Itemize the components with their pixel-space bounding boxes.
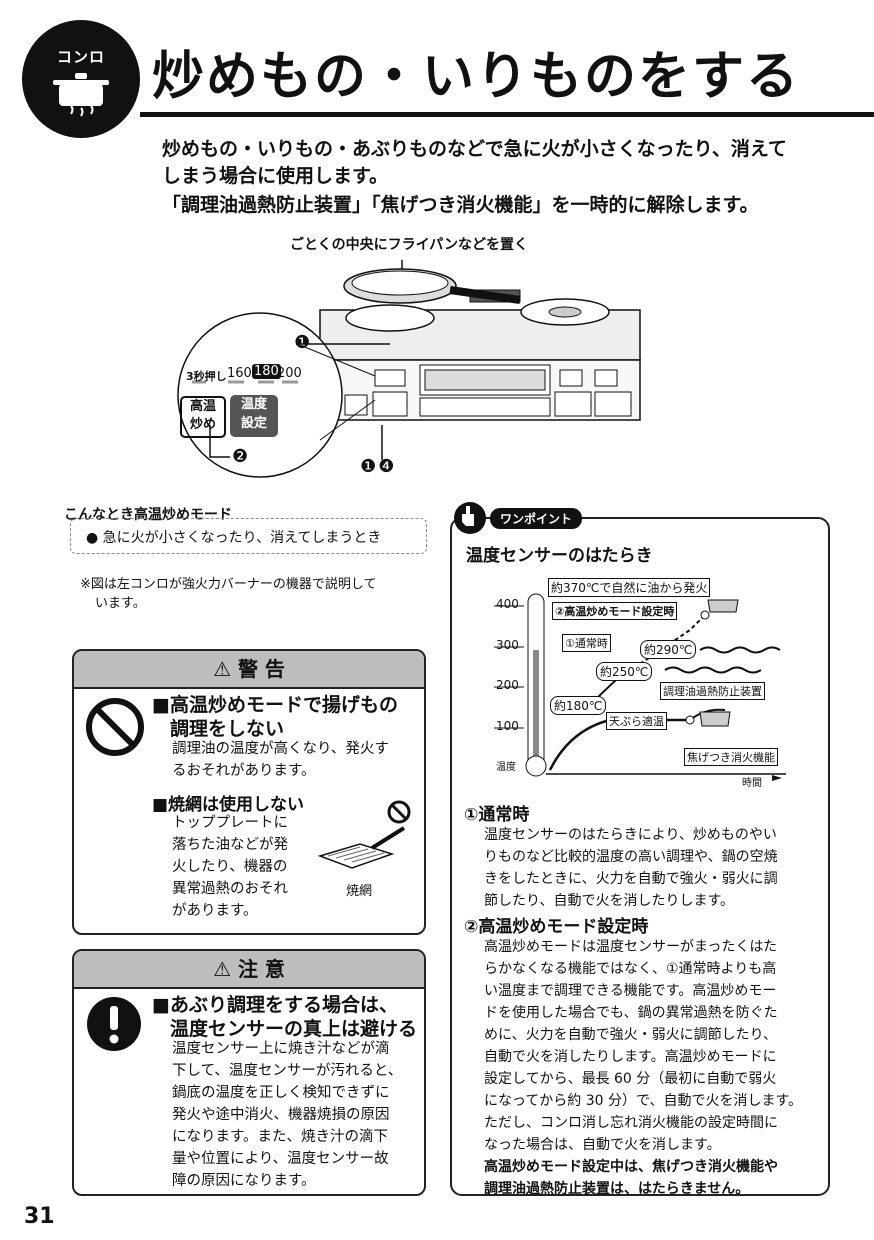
ann-mode: ②高温炒めモード設定時 bbox=[552, 602, 678, 620]
temp-180-selected: 180 bbox=[252, 364, 281, 379]
caution-text-5: になります。また、焼き汁の滴下 bbox=[172, 1129, 389, 1145]
temp-setting-line-1: 温度 bbox=[240, 397, 267, 412]
section2-text-8: になってから約 30 分）で、自動で火を消します。 bbox=[484, 1093, 803, 1109]
section2-text-10: なった場合は、自動で火を消します。 bbox=[484, 1137, 721, 1153]
callout-1-4: ❶❹ bbox=[360, 456, 397, 477]
high-temp-line-1: 高温 bbox=[189, 399, 216, 414]
y-tick-100: 100 bbox=[496, 719, 519, 733]
section1-text-3: きをしたときに、火力を自動で強火・弱火に調 bbox=[484, 871, 778, 887]
note-line-2: います。 bbox=[95, 596, 146, 611]
y-axis-label: 温度 bbox=[496, 762, 516, 773]
section2-bold-2: 調理油過熱防止装置は、はたらきません。 bbox=[484, 1181, 750, 1197]
figure-caption: ごとくの中央にフライパンなどを置く bbox=[290, 237, 528, 253]
stove-badge: コンロ bbox=[22, 20, 140, 138]
press-label: 3秒押し bbox=[186, 370, 227, 383]
warning-item2-title: ■焼網は使用しない bbox=[152, 795, 305, 815]
caution-text-7: 障の原因になります。 bbox=[172, 1173, 316, 1189]
section2-text-6: 自動で火を消したりします。高温炒めモードに bbox=[484, 1049, 777, 1065]
section1-text-2: りものなど比較的温度の高い調理や、鍋の空焼 bbox=[484, 849, 778, 865]
caution-title-2: 温度センサーの真上は避ける bbox=[170, 1018, 418, 1040]
section2-text-9: ただし、コンロ消し忘れ消火機能の設定時間に bbox=[484, 1115, 778, 1131]
warning-item2-text-1: トッププレートに bbox=[172, 815, 288, 831]
warning-item1-text-2: るおそれがあります。 bbox=[172, 763, 316, 779]
y-tick-300: 300 bbox=[496, 638, 519, 652]
ann-normal: ①通常時 bbox=[562, 634, 611, 652]
ann-oil-overheat: 調理油過熱防止装置 bbox=[660, 682, 765, 700]
grill-label: 焼網 bbox=[346, 884, 373, 899]
intro-line-1: 炒めもの・いりもの・あぶりものなどで急に火が小さくなったり、消えて bbox=[162, 138, 787, 160]
section1-title: ①通常時 bbox=[464, 805, 530, 825]
title-rule bbox=[140, 112, 874, 117]
section2-text-3: い温度まで調理できる機能です。高温炒めモー bbox=[484, 983, 777, 999]
section2-bold-1: 高温炒めモード設定中は、焦げつき消火機能や bbox=[484, 1159, 778, 1175]
warning-item2-text-3: 火したり、機器の bbox=[172, 859, 288, 875]
temp-setting-button[interactable]: 温度 設定 bbox=[230, 395, 278, 437]
caution-title-1: ■あぶり調理をする場合は、 bbox=[152, 994, 398, 1016]
high-temp-stir-fry-button[interactable]: 高温 炒め bbox=[180, 396, 226, 438]
usage-box bbox=[70, 518, 427, 554]
pointing-hand-icon bbox=[454, 502, 486, 534]
section2-text-2: らかなくなる機能ではなく、①通常時よりも高 bbox=[484, 961, 777, 977]
caution-text-6: 量や位置により、温度センサー故 bbox=[172, 1151, 389, 1167]
ann-burn-prevent: 焦げつき消火機能 bbox=[684, 748, 778, 766]
note-line-1: ※図は左コンロが強火力バーナーの機器で説明して bbox=[80, 577, 377, 592]
onepoint-tag: ワンポイント bbox=[490, 508, 583, 529]
warning-item1-title-1: ■高温炒めモードで揚げもの bbox=[152, 694, 398, 716]
callout-1: ❶ bbox=[294, 332, 311, 353]
ann-180: 約180℃ bbox=[550, 696, 607, 715]
callout-2: ❷ bbox=[232, 446, 249, 467]
section2-title: ②高温炒めモード設定時 bbox=[464, 917, 649, 937]
temp-160: 160 bbox=[227, 366, 252, 381]
temperature-graph bbox=[494, 593, 786, 781]
usage-title: こんなとき高温炒めモード bbox=[64, 507, 232, 523]
ann-370: 約370℃で自然に油から発火 bbox=[548, 578, 711, 597]
caution-text-3: 鍋底の温度を正しく検知できずに bbox=[172, 1085, 390, 1101]
section1-text-4: 節したり、自動で火を消したりします。 bbox=[484, 893, 735, 909]
pot-icon bbox=[53, 73, 109, 117]
warning-item2-text-2: 落ちた油などが発 bbox=[172, 837, 288, 853]
section2-text-4: ドを使用した場合でも、鍋の異常過熱を防ぐた bbox=[484, 1005, 778, 1021]
mandatory-icon bbox=[87, 997, 141, 1051]
section2-text-1: 高温炒めモードは温度センサーがまったくはた bbox=[484, 939, 778, 955]
onepoint-title: 温度センサーのはたらき bbox=[466, 546, 653, 566]
usage-item: ● 急に火が小さくなったり、消えてしまうとき bbox=[86, 530, 382, 546]
temp-200: 200 bbox=[277, 366, 302, 381]
ann-250: 約250℃ bbox=[596, 662, 653, 681]
y-tick-400: 400 bbox=[496, 597, 519, 611]
grill-net-icon bbox=[317, 800, 411, 869]
badge-label: コンロ bbox=[56, 48, 105, 66]
warning-item1-title-2: 調理をしない bbox=[170, 718, 285, 740]
ann-tempura: 天ぷら適温 bbox=[606, 712, 667, 730]
warning-header: ⚠ 警 告 bbox=[74, 651, 424, 689]
section1-text-1: 温度センサーのはたらきにより、炒めものやい bbox=[484, 827, 777, 843]
onepoint-box bbox=[450, 517, 830, 1196]
caution-box: ⚠ 注 意 bbox=[72, 949, 426, 1196]
warning-item2-text-4: 異常過熱のおそれ bbox=[172, 881, 288, 897]
prohibited-icon bbox=[86, 698, 144, 756]
caution-header: ⚠ 注 意 bbox=[74, 951, 424, 989]
warning-item2-text-5: があります。 bbox=[172, 903, 258, 919]
warning-item1-text-1: 調理油の温度が高くなり、発火す bbox=[172, 741, 389, 757]
caution-text-2: 下して、温度センサーが汚れると、 bbox=[172, 1063, 403, 1079]
high-temp-line-2: 炒め bbox=[189, 417, 216, 432]
section2-text-7: 設定してから、最長 60 分（最初に自動で弱火 bbox=[484, 1071, 777, 1087]
caution-text-4: 発火や途中消火、機器焼損の原因 bbox=[172, 1107, 390, 1123]
intro-line-3: 「調理油過熱防止装置」「焦げつき消火機能」を一時的に解除します。 bbox=[162, 194, 759, 216]
section2-text-5: めに、火力を自動で強火・弱火に調節したり、 bbox=[484, 1027, 778, 1043]
temp-setting-line-2: 設定 bbox=[240, 416, 267, 431]
page-number: 31 bbox=[24, 1204, 55, 1229]
y-tick-200: 200 bbox=[496, 678, 519, 692]
intro-line-2: しまう場合に使用します。 bbox=[162, 165, 389, 187]
warning-box: ⚠ 警 告 bbox=[72, 649, 426, 935]
page-title: 炒めもの・いりものをする bbox=[152, 47, 801, 107]
caution-text-1: 温度センサー上に焼き汁などが滴 bbox=[172, 1041, 390, 1057]
x-axis-label: 時間 bbox=[742, 778, 762, 789]
ann-290: 約290℃ bbox=[640, 640, 697, 659]
